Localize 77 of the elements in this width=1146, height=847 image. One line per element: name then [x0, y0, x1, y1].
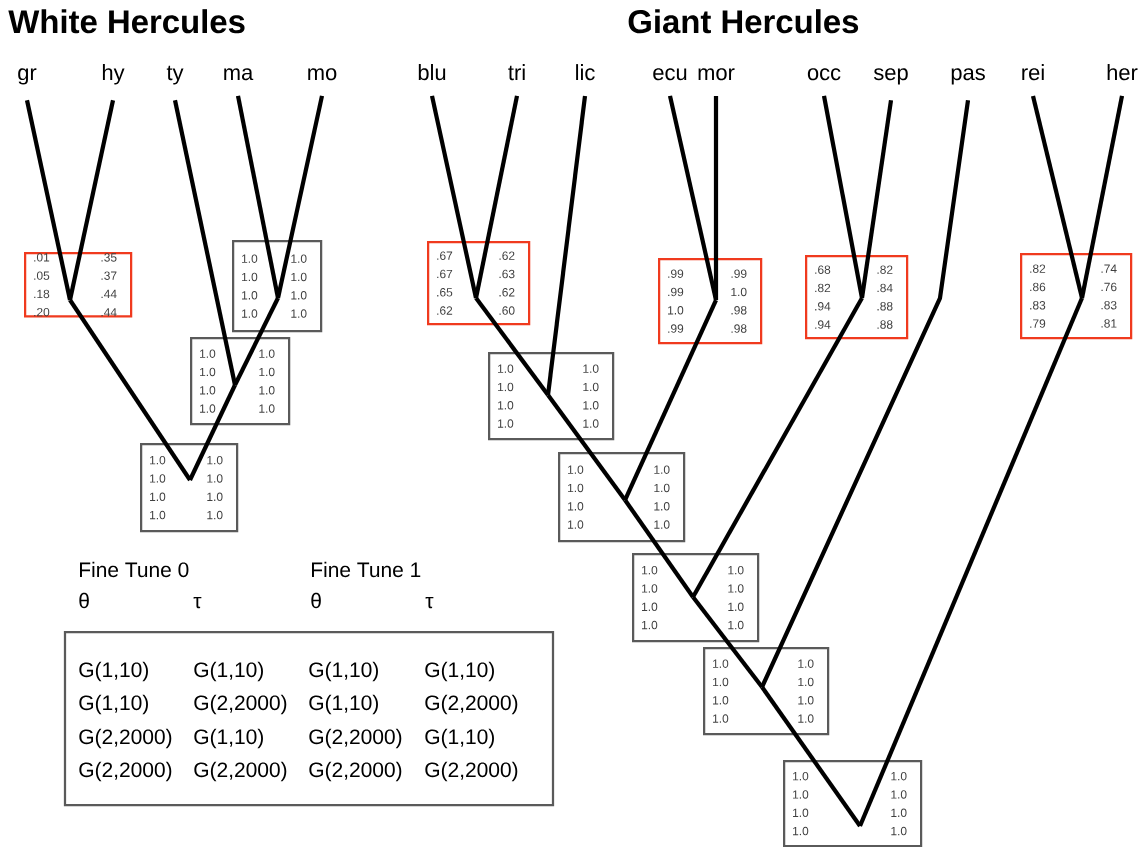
branch-line	[623, 299, 718, 501]
branch-line	[233, 297, 280, 386]
branch-line	[1030, 95, 1085, 299]
heading: White Hercules	[8, 9, 245, 34]
table-cell: G(1,10)	[425, 728, 494, 749]
table-cell: G(2,2000)	[309, 728, 402, 749]
taxon-label: rei	[1022, 64, 1044, 81]
table-cell: G(1,10)	[309, 694, 378, 715]
taxon-label: ty	[166, 65, 184, 85]
support-box: .82 .86 .83 .79 .74 .76 .83 .81	[1020, 253, 1133, 340]
table-cell: G(1,10)	[79, 661, 148, 682]
taxon-label: mo	[308, 68, 337, 81]
parameter-symbol: τ	[425, 596, 434, 609]
column-heading: Fine Tune 1	[312, 561, 421, 578]
table-cell: G(1,10)	[194, 728, 263, 749]
branch-line	[760, 99, 971, 688]
parameter-symbol: θ	[311, 592, 321, 609]
support-box: 1.0 1.0 1.0 1.0 1.0 1.0 1.0 1.0	[232, 240, 323, 333]
branch-line	[172, 99, 238, 386]
support-box: 1.0 1.0 1.0 1.0 1.0 1.0 1.0 1.0	[190, 337, 291, 426]
taxon-label: gr	[18, 68, 37, 85]
support-box: 1.0 1.0 1.0 1.0 1.0 1.0 1.0 1.0	[632, 553, 760, 643]
branch-line	[473, 95, 520, 299]
branch-line	[623, 498, 695, 599]
branch-line	[67, 99, 116, 301]
taxon-label: ecu	[653, 68, 687, 81]
branch-line	[474, 296, 550, 397]
support-box: 1.0 1.0 1.0 1.0 1.0 1.0 1.0 1.0	[783, 760, 923, 847]
support-box: .01 .05 .18 .20 .35 .37 .44 .44	[24, 252, 133, 318]
branch-line	[691, 296, 864, 599]
taxon-label: occ	[807, 68, 841, 81]
branch-line	[546, 393, 627, 502]
branch-line	[188, 384, 237, 481]
branch-line	[545, 95, 588, 396]
parameter-symbol: τ	[193, 596, 202, 609]
branch-line	[429, 95, 479, 299]
taxon-label: her	[1107, 64, 1138, 81]
column-heading: Fine Tune 0	[80, 561, 189, 578]
table-cell: G(2,2000)	[194, 761, 287, 782]
table-cell: G(1,10)	[309, 661, 378, 682]
support-box: 1.0 1.0 1.0 1.0 1.0 1.0 1.0 1.0	[703, 647, 830, 736]
taxon-label: mor	[698, 68, 735, 81]
support-box: 1.0 1.0 1.0 1.0 1.0 1.0 1.0 1.0	[558, 452, 686, 543]
branch-line	[713, 95, 719, 300]
table-cell: G(2,2000)	[309, 761, 402, 782]
branch-line	[760, 685, 862, 828]
heading: Giant Hercules	[628, 9, 859, 34]
support-box: .99 .99 1.0 .99 .99 1.0 .98 .98	[658, 258, 763, 345]
taxon-label: lic	[576, 64, 595, 81]
table-cell: G(2,2000)	[194, 694, 287, 715]
support-box: .68 .82 .94 .94 .82 .84 .88 .88	[805, 255, 909, 340]
branch-line	[235, 95, 281, 299]
support-box: 1.0 1.0 1.0 1.0 1.0 1.0 1.0 1.0	[140, 443, 239, 533]
support-box: 1.0 1.0 1.0 1.0 1.0 1.0 1.0 1.0	[488, 352, 615, 441]
taxon-label: pas	[951, 68, 985, 85]
branch-line	[691, 595, 764, 689]
table-cell: G(1,10)	[194, 661, 263, 682]
table-cell: G(2,2000)	[79, 728, 172, 749]
table-cell: G(1,10)	[79, 694, 148, 715]
branch-line	[68, 298, 192, 482]
branch-line	[275, 95, 325, 299]
table-cell: G(2,2000)	[425, 694, 518, 715]
branch-line	[821, 95, 865, 299]
taxon-label: tri	[508, 64, 525, 81]
branch-line	[24, 99, 73, 301]
taxon-label: ma	[224, 68, 254, 81]
taxon-label: sep	[873, 68, 908, 85]
support-box: .67 .67 .65 .62 .62 .63 .62 .60	[427, 241, 531, 326]
branch-line	[1079, 95, 1125, 299]
table-cell: G(1,10)	[425, 661, 494, 682]
table-cell: G(2,2000)	[79, 761, 172, 782]
branch-line	[859, 99, 894, 299]
taxon-label: blu	[418, 64, 446, 81]
taxon-label: hy	[102, 64, 125, 85]
table-cell: G(2,2000)	[425, 761, 518, 782]
parameter-symbol: θ	[79, 592, 89, 609]
branch-line	[858, 297, 1084, 827]
